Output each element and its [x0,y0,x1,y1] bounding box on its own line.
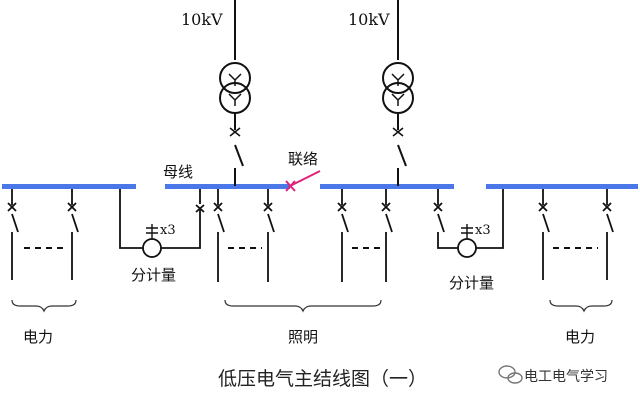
current-transformer-right-icon [457,238,477,258]
busbar-center-left [165,184,290,189]
tie-label: 联络 [288,150,318,168]
busbars [2,184,638,189]
ct-ratio-left-label: x3 [160,223,176,238]
group-power-left-label: 电力 [23,328,53,346]
tie-breaker [285,170,321,192]
metering-left-label: 分计量 [131,266,176,284]
busbar-label: 母线 [163,163,193,181]
busbar-left [2,184,136,189]
group-power-right-label: 电力 [565,328,595,346]
current-transformer-left-icon [142,238,162,258]
feeder-switches [7,189,614,282]
metering-link-left [119,189,205,258]
wechat-icon [498,365,523,384]
watermark-text: 电工电气学习 [524,369,608,385]
busbar-center-right [320,184,454,189]
group-lighting-label: 照明 [288,328,318,346]
metering-link-right [433,189,504,258]
ct-ratio-right-label: x3 [475,223,491,238]
busbar-right [486,184,638,189]
source-voltage-right-label: 10kV [348,10,390,29]
diagram-title: 低压电气主结线图（一） [218,368,427,390]
metering-right-label: 分计量 [449,274,494,292]
transformer-right-icon [382,62,414,94]
source-voltage-left-label: 10kV [181,10,223,29]
transformer-feed-right [382,0,414,186]
group-braces [11,299,613,313]
transformer-left-icon [219,62,251,94]
transformer-feed-left [219,0,251,186]
